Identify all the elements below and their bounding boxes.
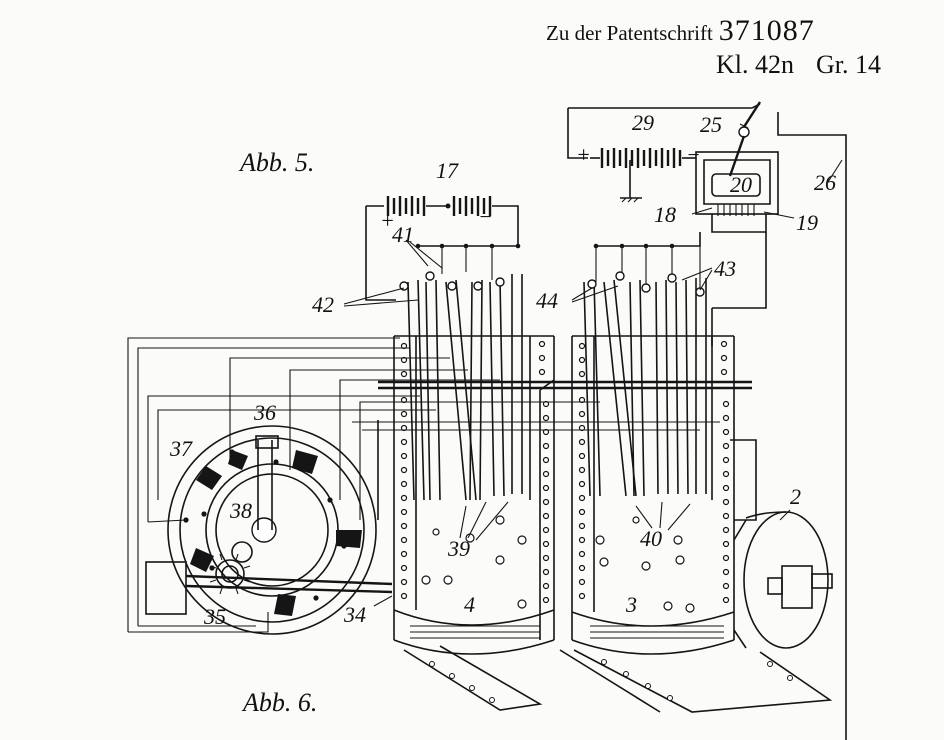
relay-18-19-20 [695, 151, 779, 233]
motor-2 [733, 511, 833, 649]
battery-17 [365, 196, 519, 301]
label-minus-17: − [478, 204, 493, 229]
leader-lines [343, 123, 843, 607]
tape-drum-4 [393, 335, 555, 711]
label-plus-29: + [576, 142, 591, 167]
label-36: 36 [253, 400, 276, 425]
label-42: 42 [312, 292, 334, 317]
label-17: 17 [436, 158, 459, 183]
label-44: 44 [536, 288, 558, 313]
label-41: 41 [392, 222, 414, 247]
label-2: 2 [790, 484, 801, 509]
patent-prefix: Zu der Patentschrift [546, 21, 713, 45]
patent-class: Kl. 42n [716, 50, 794, 79]
label-18: 18 [654, 202, 676, 227]
patent-number: 371087 [718, 14, 815, 47]
label-37: 37 [169, 436, 193, 461]
label-43: 43 [714, 256, 736, 281]
label-25: 25 [700, 112, 722, 137]
label-39: 39 [447, 536, 470, 561]
label-19: 19 [796, 210, 818, 235]
drive-shaft [378, 380, 752, 390]
brush-comb-39 [399, 271, 523, 501]
classification-line: Kl. 42n Gr. 14 [716, 50, 881, 80]
label-34: 34 [343, 602, 366, 627]
label-20: 20 [730, 172, 752, 197]
battery-29 [590, 148, 696, 203]
label-4: 4 [464, 592, 475, 617]
label-minus-29: − [686, 142, 701, 167]
figure-5-caption: Abb. 5. [240, 148, 315, 177]
label-35: 35 [203, 604, 226, 629]
patent-group: Gr. 14 [816, 50, 881, 79]
frame [377, 420, 757, 521]
distributor-wiring [127, 337, 720, 633]
control-circuit [365, 101, 847, 740]
label-38: 38 [229, 498, 252, 523]
label-40: 40 [640, 526, 662, 551]
label-26: 26 [814, 170, 836, 195]
figure-6-caption: Abb. 6. [243, 688, 318, 717]
brush-comb-40 [583, 271, 707, 497]
distributor-37 [145, 425, 393, 635]
label-29: 29 [632, 110, 654, 135]
label-plus-17: + [380, 208, 395, 233]
label-3: 3 [625, 592, 637, 617]
tape-drum-3 [429, 335, 833, 713]
